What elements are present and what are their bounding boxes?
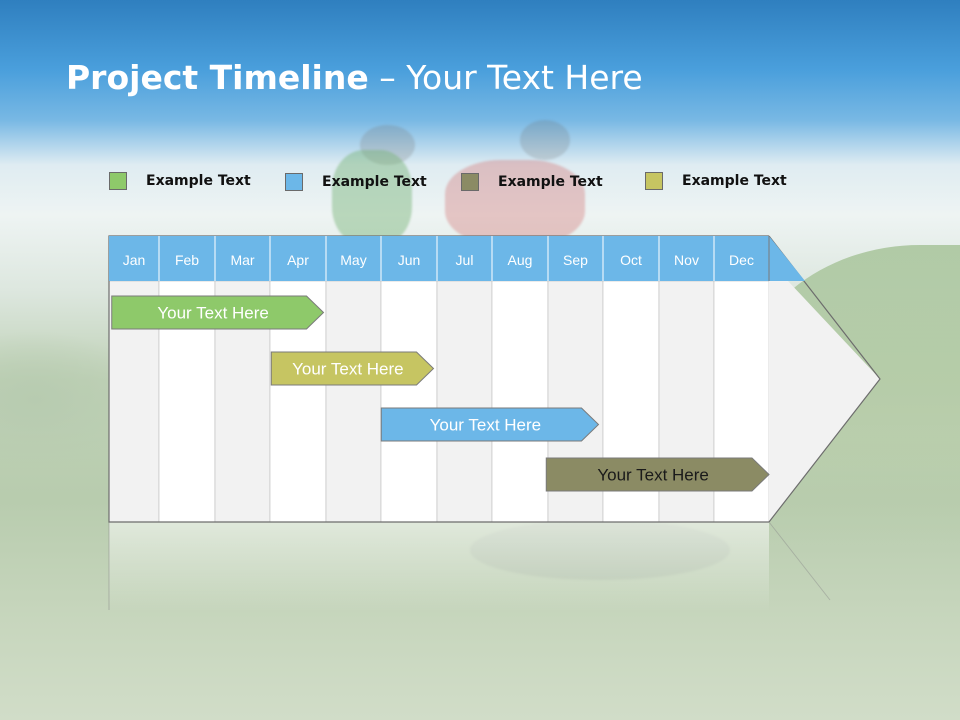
legend-swatch — [109, 172, 127, 190]
legend-swatch — [461, 173, 479, 191]
legend-label: Example Text — [682, 173, 787, 189]
slide-title-rest: – Your Text Here — [368, 58, 643, 97]
legend-label: Example Text — [498, 174, 603, 190]
legend-label: Example Text — [322, 174, 427, 190]
reflection-fill — [109, 522, 769, 612]
legend-swatch — [285, 173, 303, 191]
background-figure — [520, 120, 570, 160]
month-column — [380, 280, 438, 523]
month-header: Jan Feb Mar Apr May Jun Jul Aug Sep Oct Nov Dec — [109, 236, 805, 281]
timeline-bar-label: Your Text Here — [430, 416, 542, 435]
timeline-bar-shape — [270, 351, 435, 386]
month-label: Dec — [729, 252, 754, 268]
timeline-bar-label: Your Text Here — [597, 466, 709, 485]
timeline-bar-shape — [111, 295, 325, 330]
background-figure — [332, 150, 412, 245]
month-header-band — [109, 236, 805, 281]
month-label: Aug — [508, 252, 533, 268]
timeline-bar: Your Text Here — [270, 351, 435, 386]
month-label: May — [340, 252, 366, 268]
timeline-bar-label: Your Text Here — [157, 304, 269, 323]
month-column — [491, 280, 549, 523]
month-column — [325, 280, 382, 523]
slide-title: Project Timeline – Your Text Here — [66, 58, 643, 97]
month-label: Apr — [287, 252, 309, 268]
month-label: Jun — [398, 252, 421, 268]
arrow-head-fill — [769, 281, 880, 522]
month-column — [436, 280, 493, 523]
month-label: Jan — [123, 252, 146, 268]
month-label: Mar — [230, 252, 254, 268]
timeline-bar-shape — [380, 407, 600, 442]
month-label: Nov — [674, 252, 699, 268]
month-label: Feb — [175, 252, 199, 268]
slide-title-bold: Project Timeline — [66, 58, 369, 97]
background-figure — [360, 125, 415, 165]
legend-swatch — [645, 172, 663, 190]
reflection-edge — [768, 521, 831, 601]
month-label: Jul — [456, 252, 474, 268]
timeline-bar-label: Your Text Here — [292, 360, 404, 379]
arrow-head-outline — [768, 235, 881, 523]
month-label: Oct — [620, 252, 642, 268]
legend-label: Example Text — [146, 173, 251, 189]
timeline-reflection — [108, 521, 831, 612]
timeline-bar: Your Text Here — [380, 407, 600, 442]
timeline-bar: Your Text Here — [111, 295, 325, 330]
timeline-bar-shape — [545, 457, 770, 492]
month-label: Sep — [563, 252, 588, 268]
timeline-bar: Your Text Here — [545, 457, 770, 492]
